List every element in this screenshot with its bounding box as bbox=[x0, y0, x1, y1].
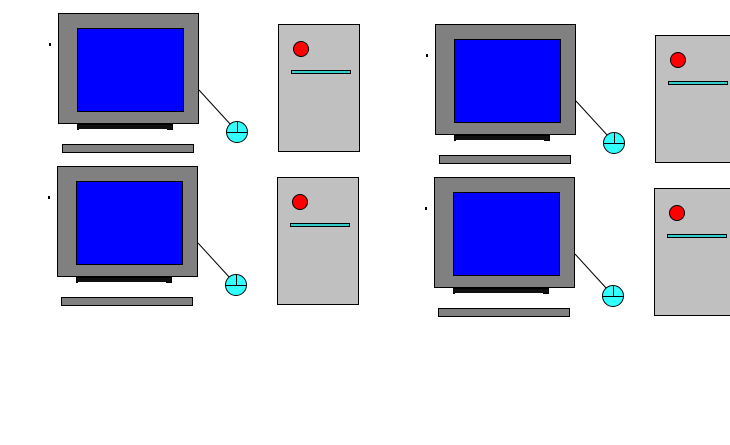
computer-station-4 bbox=[425, 177, 730, 337]
monitor-icon bbox=[434, 177, 575, 288]
monitor-screen bbox=[77, 28, 184, 112]
mouse-icon bbox=[603, 132, 625, 154]
disk-drive-slot bbox=[291, 70, 351, 74]
keyboard-icon bbox=[61, 297, 193, 306]
tower-case-icon bbox=[655, 35, 730, 163]
disk-drive-slot bbox=[290, 223, 350, 227]
tower-case-icon bbox=[277, 177, 359, 305]
mouse-cable bbox=[197, 242, 231, 279]
marker-dot bbox=[49, 43, 51, 46]
tower-case-icon bbox=[278, 24, 360, 152]
mouse-cable bbox=[575, 100, 609, 137]
disk-drive-slot bbox=[667, 234, 727, 238]
monitor-stand-highlight bbox=[455, 293, 543, 294]
keyboard-icon bbox=[62, 144, 194, 153]
mouse-icon bbox=[225, 274, 247, 296]
mouse-cable bbox=[198, 89, 232, 126]
mouse-icon bbox=[226, 121, 248, 143]
computer-station-2 bbox=[426, 24, 730, 184]
monitor-icon bbox=[57, 166, 198, 277]
monitor-screen bbox=[76, 181, 183, 265]
keyboard-icon bbox=[438, 308, 570, 317]
tower-case-icon bbox=[654, 188, 730, 316]
marker-dot bbox=[48, 196, 50, 199]
monitor-stand-highlight bbox=[79, 129, 167, 130]
computer-station-1 bbox=[49, 13, 369, 173]
power-light bbox=[292, 194, 308, 210]
disk-drive-slot bbox=[668, 81, 728, 85]
marker-dot bbox=[425, 207, 427, 210]
mouse-icon bbox=[602, 285, 624, 307]
monitor-stand-highlight bbox=[78, 282, 166, 283]
monitor-icon bbox=[58, 13, 199, 124]
monitor-stand-highlight bbox=[456, 140, 544, 141]
mouse-cable bbox=[574, 253, 608, 290]
keyboard-icon bbox=[439, 155, 571, 164]
monitor-screen bbox=[453, 192, 560, 276]
monitor-icon bbox=[435, 24, 576, 135]
marker-dot bbox=[426, 54, 428, 57]
monitor-screen bbox=[454, 39, 561, 123]
power-light bbox=[293, 41, 309, 57]
computer-station-3 bbox=[48, 166, 368, 326]
power-light bbox=[670, 52, 686, 68]
power-light bbox=[669, 205, 685, 221]
